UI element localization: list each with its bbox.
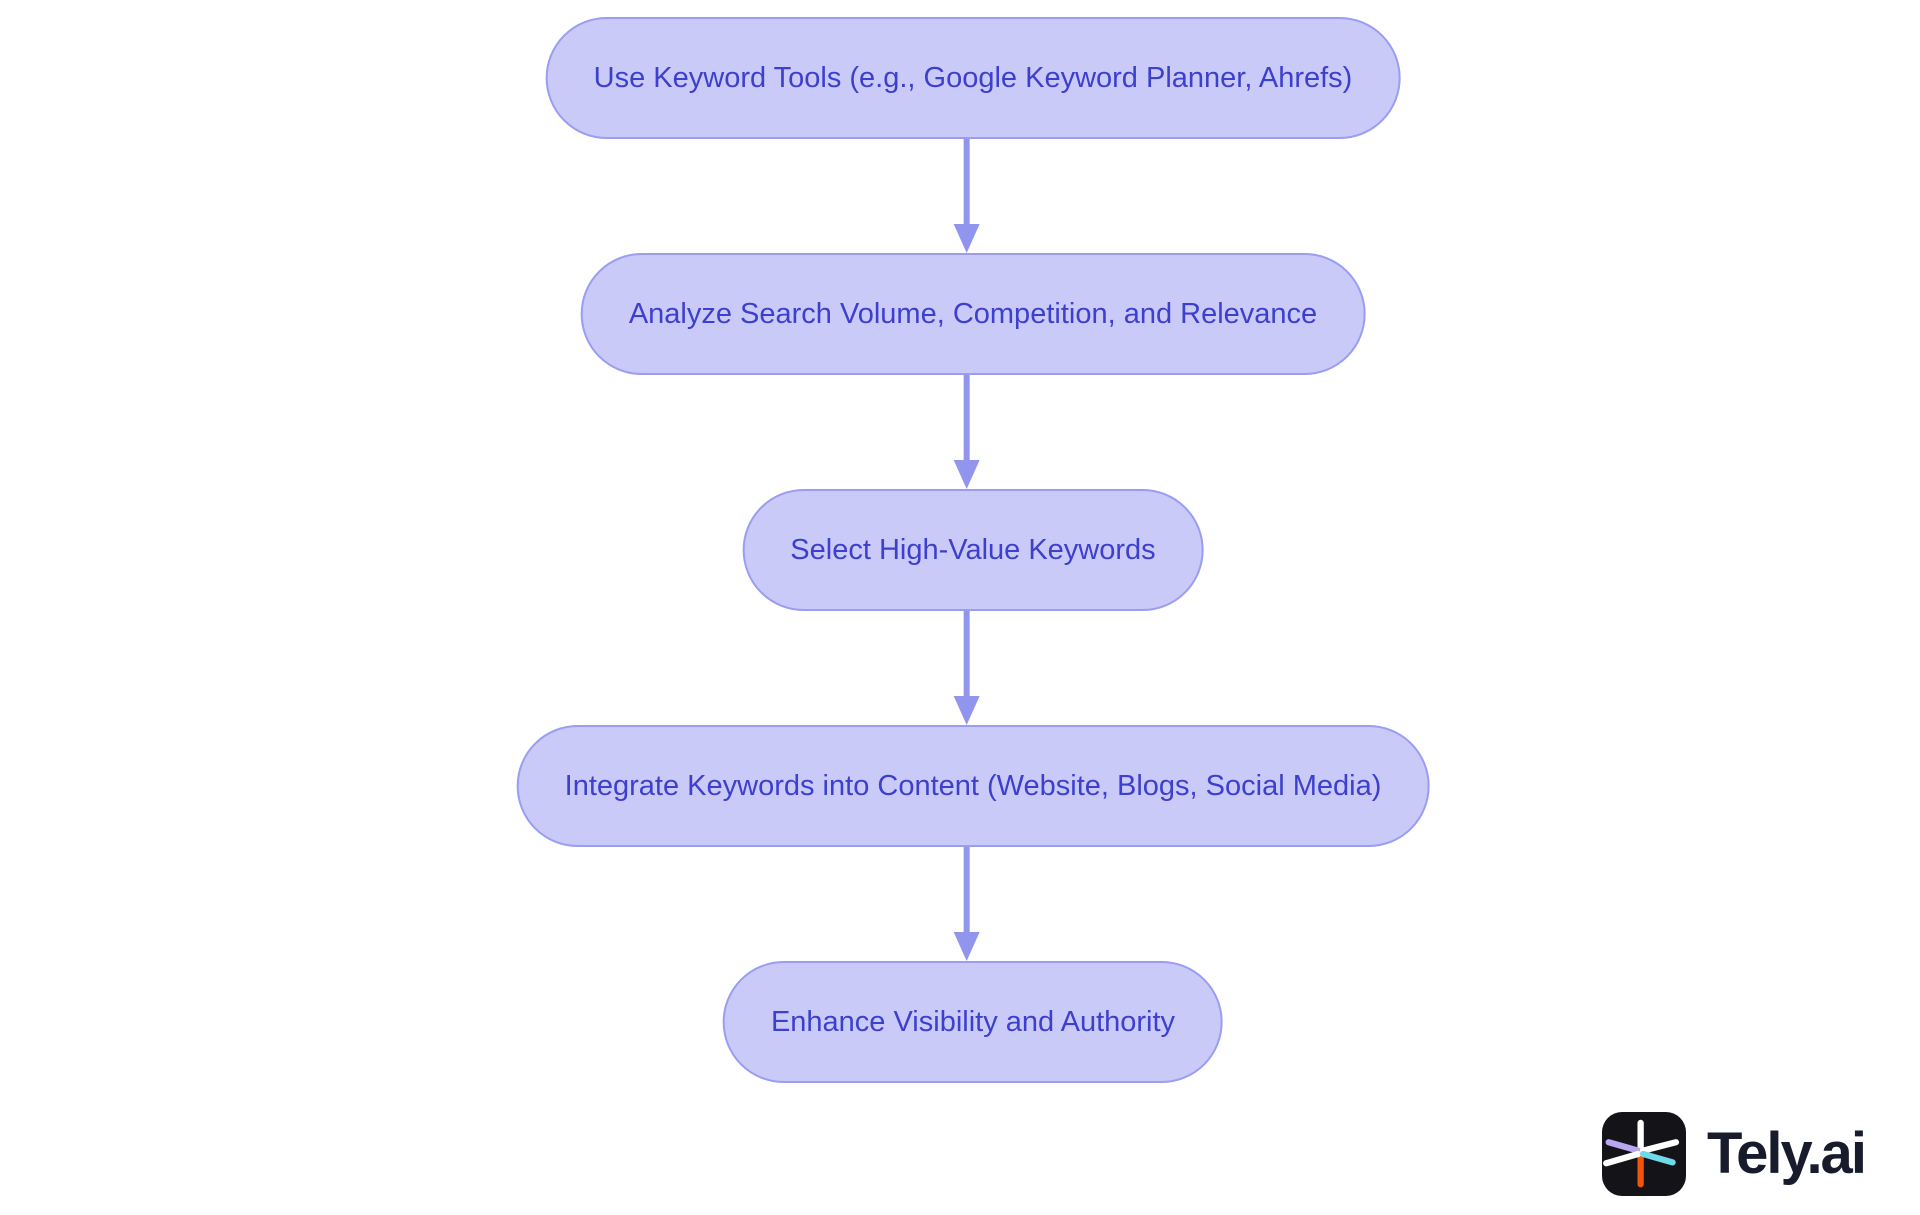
brand-logo: Tely.ai — [1602, 1112, 1867, 1196]
flow-node-integrate-keywords: Integrate Keywords into Content (Website… — [516, 725, 1430, 847]
flow-arrow-down-4 — [953, 847, 980, 961]
flow-node-enhance-visibility: Enhance Visibility and Authority — [722, 961, 1224, 1083]
arrow-line — [963, 139, 970, 224]
flow-node-label: Select High-Value Keywords — [790, 533, 1156, 566]
flow-arrow-down-3 — [953, 611, 980, 725]
arrow-head-icon — [953, 932, 980, 961]
flow-arrow-down-2 — [953, 375, 980, 489]
flow-arrow-down-1 — [953, 139, 980, 253]
flow-node-label: Integrate Keywords into Content (Website… — [564, 769, 1382, 802]
brand-wordmark: Tely.ai — [1707, 1121, 1867, 1186]
arrow-head-icon — [953, 460, 980, 489]
arrow-line — [963, 611, 970, 696]
arrow-head-icon — [953, 224, 980, 253]
arrow-head-icon — [953, 696, 980, 725]
flow-node-use-keyword-tools: Use Keyword Tools (e.g., Google Keyword … — [545, 17, 1401, 139]
flow-node-label: Enhance Visibility and Authority — [770, 1005, 1176, 1038]
flow-node-select-keywords: Select High-Value Keywords — [742, 489, 1204, 611]
flow-node-analyze-search-volume: Analyze Search Volume, Competition, and … — [580, 253, 1366, 375]
arrow-line — [963, 847, 970, 932]
flow-node-label: Analyze Search Volume, Competition, and … — [628, 297, 1318, 330]
flow-node-label: Use Keyword Tools (e.g., Google Keyword … — [593, 61, 1353, 94]
keyword-flowchart: Use Keyword Tools (e.g., Google Keyword … — [516, 17, 1430, 1083]
tely-asterisk-icon — [1602, 1112, 1686, 1196]
arrow-line — [963, 375, 970, 460]
